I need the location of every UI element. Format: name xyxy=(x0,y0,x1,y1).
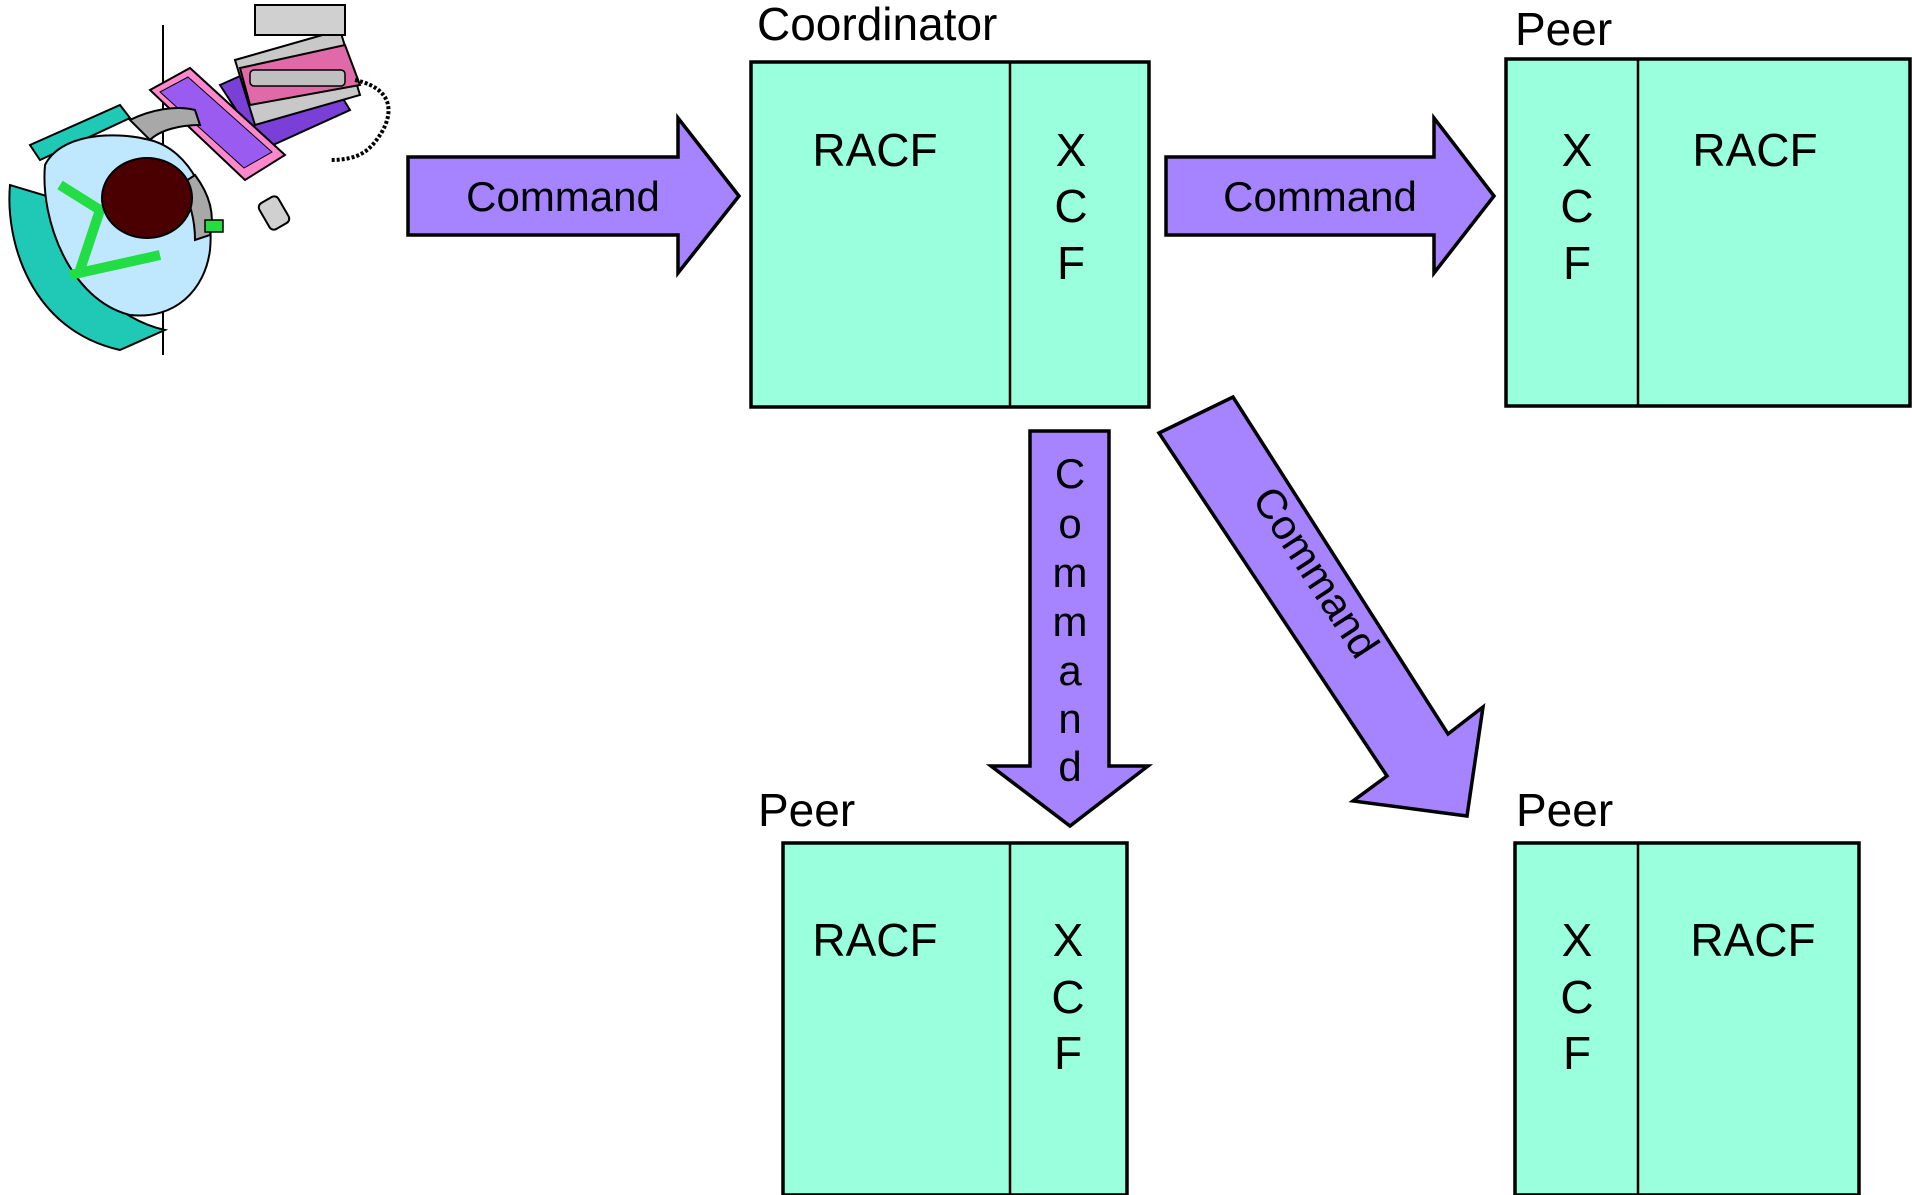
node-box xyxy=(1504,57,1912,408)
node-title: Peer xyxy=(758,784,855,836)
xcf-label-x: X xyxy=(1053,914,1084,966)
arrow-label-a: a xyxy=(1058,647,1082,694)
arrow-shape xyxy=(985,429,1154,829)
arrow-label-m2: m xyxy=(1053,598,1088,645)
xcf-label-c: C xyxy=(1051,971,1084,1023)
arrow-label: Command xyxy=(466,173,660,220)
user-at-workstation-icon xyxy=(8,4,391,355)
node-title: Peer xyxy=(1516,784,1613,836)
racf-label: RACF xyxy=(812,124,937,176)
arrow-coordinator-to-peer-right: Command xyxy=(1164,112,1497,279)
arrow-label-o: o xyxy=(1058,500,1081,547)
arrow-coordinator-to-peer-diagonal: Command xyxy=(1156,394,1486,818)
racf-label: RACF xyxy=(1692,124,1817,176)
node-peer-top-right: Peer X C F RACF xyxy=(1504,3,1912,408)
arrow-label-d: d xyxy=(1058,743,1081,790)
arrow-label-n: n xyxy=(1058,695,1081,742)
arrow-coordinator-to-peer-down: C o m m a n d xyxy=(985,429,1154,829)
xcf-label-c: C xyxy=(1054,180,1087,232)
arrow-label-c1: C xyxy=(1055,450,1085,497)
xcf-label-x: X xyxy=(1562,124,1593,176)
xcf-label-f: F xyxy=(1563,1027,1591,1079)
arrow-shape xyxy=(1156,394,1486,818)
xcf-label-f: F xyxy=(1563,237,1591,289)
xcf-label-c: C xyxy=(1560,971,1593,1023)
xcf-label-x: X xyxy=(1056,124,1087,176)
racf-label: RACF xyxy=(812,914,937,966)
node-title: Coordinator xyxy=(757,0,997,50)
xcf-label-x: X xyxy=(1562,914,1593,966)
arrow-label: Command xyxy=(1223,173,1417,220)
xcf-label-c: C xyxy=(1560,180,1593,232)
node-peer-bottom-left: Peer RACF X C F xyxy=(758,784,1129,1195)
arrow-shape xyxy=(1164,112,1497,279)
node-coordinator: Coordinator RACF X C F xyxy=(749,0,1151,409)
node-box xyxy=(749,60,1151,409)
node-peer-bottom-right: Peer X C F RACF xyxy=(1513,784,1861,1195)
node-title: Peer xyxy=(1515,3,1612,55)
arrow-user-to-coordinator: Command xyxy=(406,112,742,279)
node-box xyxy=(1513,841,1861,1195)
arrow-shape xyxy=(406,112,742,279)
arrow-label-m1: m xyxy=(1053,549,1088,596)
racf-label: RACF xyxy=(1690,914,1815,966)
xcf-label-f: F xyxy=(1054,1027,1082,1079)
xcf-label-f: F xyxy=(1057,237,1085,289)
node-box xyxy=(781,841,1129,1195)
